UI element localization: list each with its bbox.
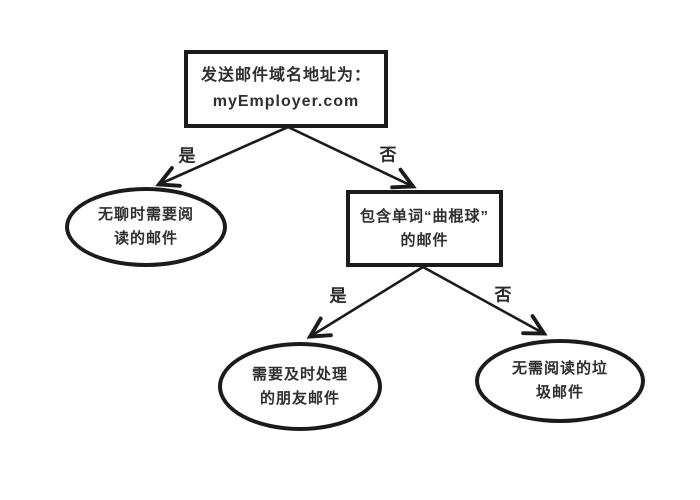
edge-label-root-no: 否 — [377, 145, 399, 165]
node-bottom-right-leaf-line1: 无需阅读的垃 — [511, 360, 608, 377]
edge-label-root-yes: 是 — [176, 146, 198, 166]
node-bottom-right-leaf-line2: 圾邮件 — [535, 384, 584, 401]
node-hockey-word-check: 包含单词“曲棍球” 的邮件 — [346, 190, 503, 267]
node-bottom-left-leaf-line2: 的朋友邮件 — [259, 389, 340, 407]
node-root-line1: 发送邮件域名地址为： — [200, 67, 371, 84]
node-leaf-spam-mail: 无需阅读的垃 圾邮件 — [475, 339, 645, 423]
edge-label-mid-no: 否 — [492, 285, 514, 305]
node-root-line2: myEmployer.com — [212, 93, 360, 110]
node-leaf-read-when-bored: 无聊时需要阅 读的邮件 — [65, 187, 227, 267]
edge-mid-no-arrow — [422, 265, 548, 336]
node-leaf-friends-mail: 需要及时处理 的朋友邮件 — [218, 342, 382, 431]
node-bottom-left-leaf-line1: 需要及时处理 — [251, 365, 348, 383]
node-left-leaf-line1: 无聊时需要阅 — [97, 206, 194, 223]
edge-label-mid-yes: 是 — [327, 286, 349, 306]
node-left-leaf-line2: 读的邮件 — [113, 230, 178, 247]
node-root-domain-check: 发送邮件域名地址为： myEmployer.com — [184, 50, 388, 128]
node-mid-line2: 的邮件 — [400, 231, 449, 249]
node-mid-line1: 包含单词“曲棍球” — [359, 207, 489, 225]
